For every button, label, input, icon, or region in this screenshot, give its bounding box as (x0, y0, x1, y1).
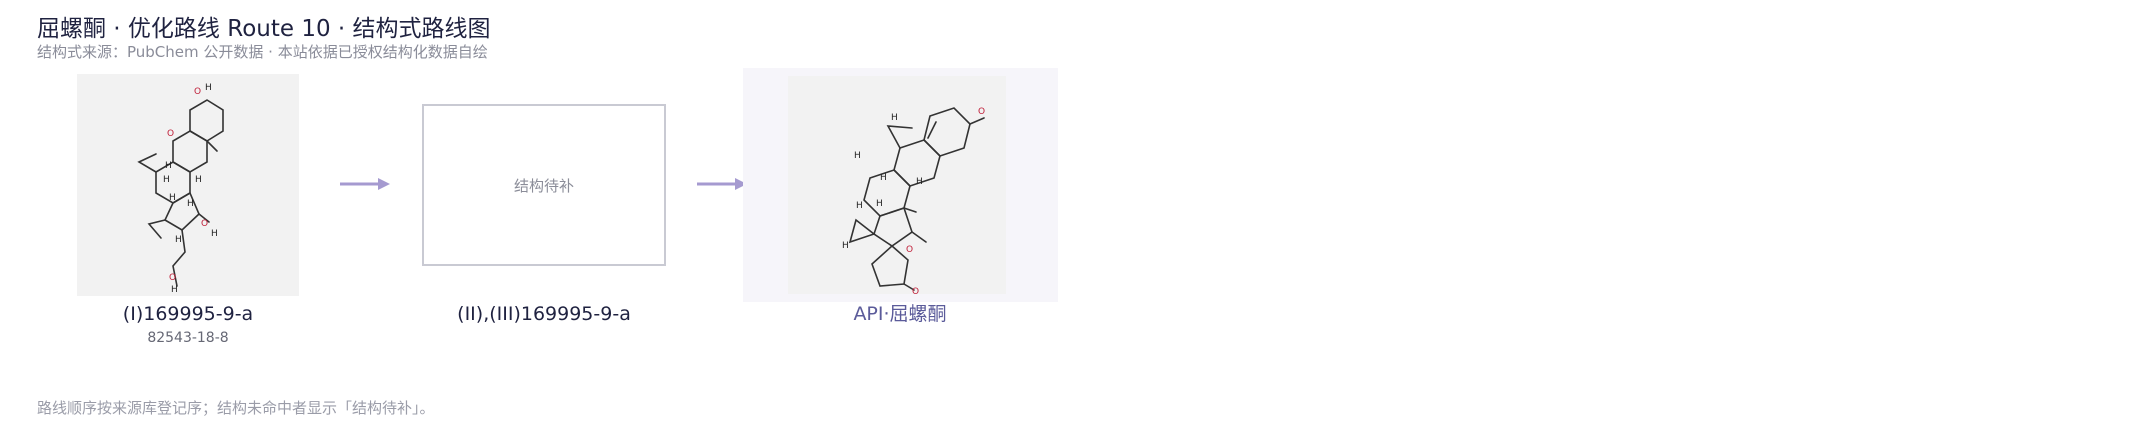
step-label-2: (II),(III)169995-9-a (434, 302, 654, 326)
api-atom-h-5: H (856, 201, 863, 211)
atom-h-4: H (169, 193, 176, 203)
api-atom-h-7: H (842, 241, 849, 251)
atom-h-7: H (175, 235, 182, 245)
structure-panel-step-1: O H O H H H H H O H H O H (77, 74, 299, 296)
step-cas-1: 82543-18-8 (128, 330, 248, 346)
atom-o-ketone: O (978, 107, 985, 117)
step-label-1: (I)169995-9-a (108, 302, 268, 326)
placeholder-text: 结构待补 (514, 175, 574, 196)
atom-oh-d: O (201, 219, 208, 229)
atom-o-ring: O (906, 245, 913, 255)
route-footnote: 路线顺序按来源库登记序；结构未命中者显示「结构待补」。 (37, 399, 435, 417)
api-atom-h-6: H (876, 199, 883, 209)
structure-placeholder-step-2: 结构待补 (422, 104, 666, 266)
structure-panel-api: O H H H H H H H O O (743, 68, 1058, 302)
atom-h-3: H (195, 175, 202, 185)
api-atom-h-1: H (891, 113, 898, 123)
page-title: 屈螺酮 · 优化路线 Route 10 · 结构式路线图 (37, 14, 491, 44)
atom-h-5: H (187, 199, 194, 209)
atom-o-lactone: O (912, 287, 919, 294)
atom-o-chain: O (169, 273, 176, 283)
structure-drawing-step-1: O H O H H H H H O H H O H (77, 74, 299, 296)
api-atom-h-2: H (854, 151, 861, 161)
atom-o-b: O (167, 129, 174, 139)
page-subtitle: 结构式来源：PubChem 公开数据 · 本站依据已授权结构化数据自绘 (37, 43, 488, 61)
atom-h-2: H (163, 175, 170, 185)
api-structure-frame: O H H H H H H H O O (788, 76, 1006, 294)
step-label-api: API·屈螺酮 (800, 302, 1000, 326)
route-arrow-2 (697, 176, 749, 192)
atom-h-chain: H (171, 285, 178, 295)
atom-h-6: H (211, 229, 218, 239)
atom-h-1: H (165, 161, 172, 171)
api-atom-h-3: H (880, 173, 887, 183)
atom-oh-top: O (194, 87, 201, 97)
route-arrow-1 (340, 176, 392, 192)
atom-h-top: H (205, 83, 212, 93)
structure-drawing-api: O H H H H H H H O O (788, 76, 1006, 294)
api-atom-h-4: H (916, 177, 923, 187)
